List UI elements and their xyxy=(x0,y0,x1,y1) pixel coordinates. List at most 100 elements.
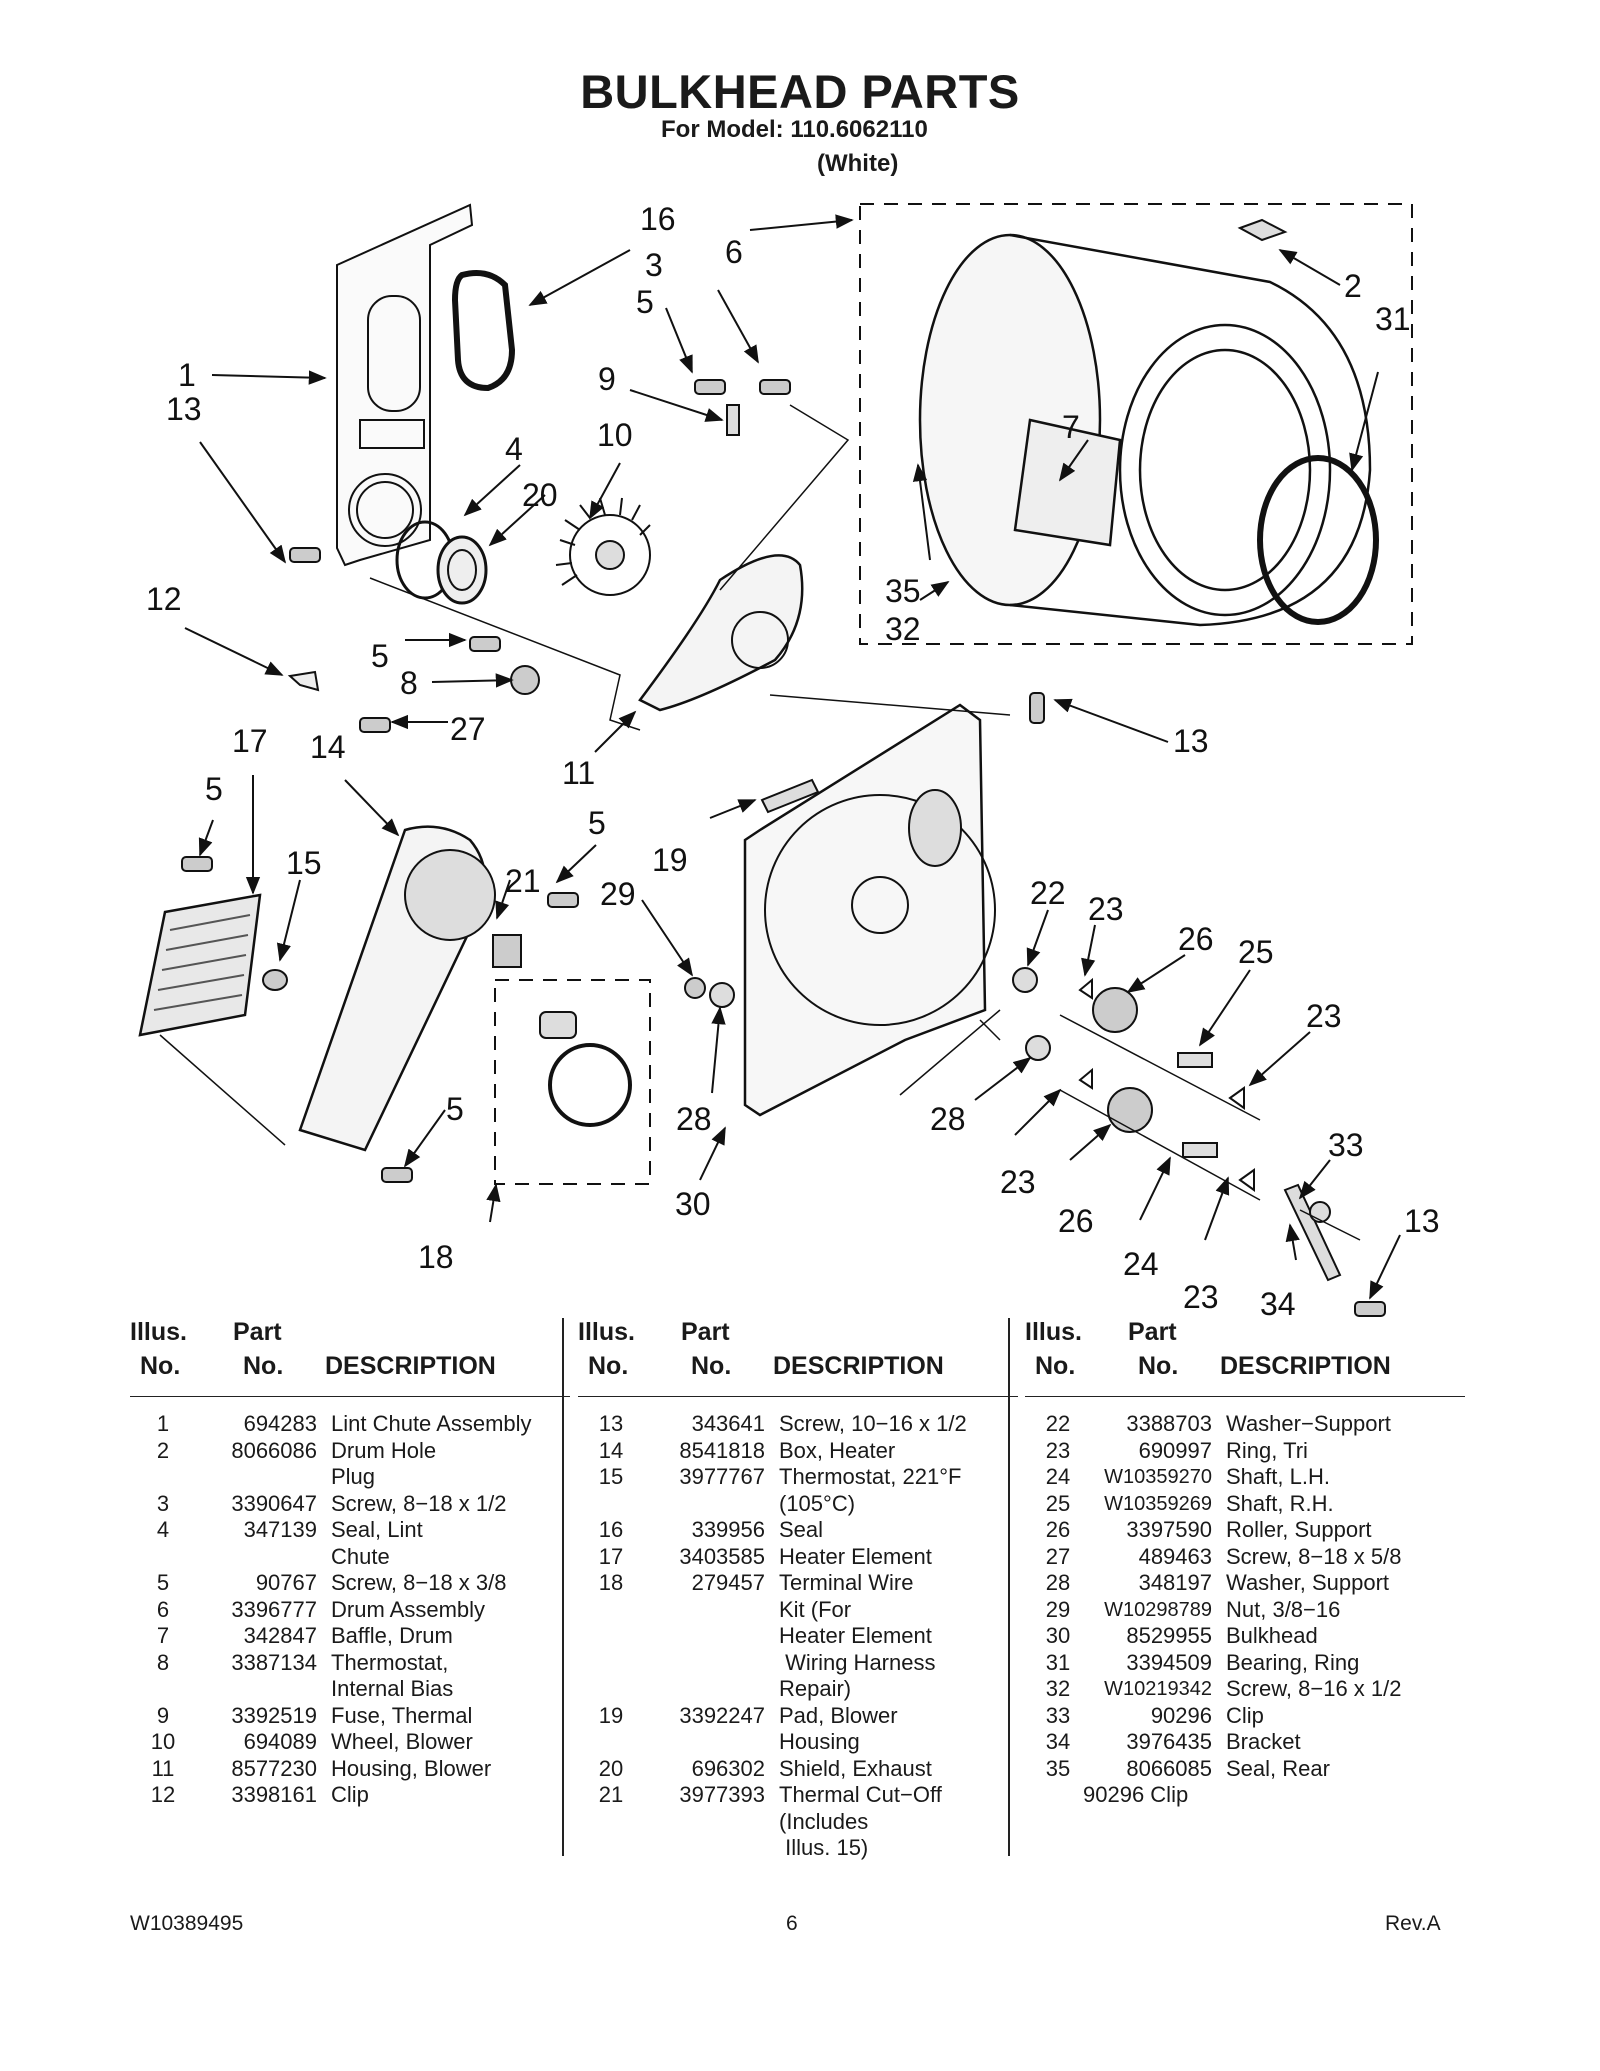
description: Washer−Support xyxy=(1226,1411,1391,1436)
drum-part xyxy=(918,233,1372,627)
part-no: 8066085 xyxy=(1126,1755,1212,1781)
description: Thermostat, 221°F xyxy=(779,1464,962,1489)
part-no: 694089 xyxy=(243,1729,317,1754)
table-row: Repair) xyxy=(578,1676,1018,1703)
part-no: 3976435 xyxy=(1126,1729,1212,1754)
thermostat-part xyxy=(510,665,540,695)
description: Baffle, Drum xyxy=(331,1623,453,1648)
part-no: 694283 xyxy=(243,1411,317,1436)
illus-no: 18 xyxy=(598,1570,624,1595)
illus-no: 17 xyxy=(598,1543,624,1569)
description: Illus. 15) xyxy=(779,1835,869,1860)
part-no: W10219342 xyxy=(1104,1678,1212,1700)
description: Bracket xyxy=(1226,1729,1301,1754)
part-no: 3390647 xyxy=(231,1490,317,1516)
description: Wiring Harness xyxy=(779,1649,936,1675)
table-row: Illus. 15) xyxy=(578,1835,1018,1862)
color-line: (White) xyxy=(817,150,899,177)
nut-part xyxy=(684,977,706,999)
part-no: 3387134 xyxy=(231,1649,317,1675)
part-no: 489463 xyxy=(1138,1543,1212,1569)
table-row: Internal Bias xyxy=(130,1676,570,1703)
description: Repair) xyxy=(779,1676,852,1701)
description: Terminal Wire xyxy=(779,1570,914,1595)
callout-5: 5 xyxy=(636,284,654,320)
part-no: 3977767 xyxy=(679,1464,765,1489)
part-no: 3396777 xyxy=(231,1596,317,1622)
illus-no: 7 xyxy=(156,1623,170,1648)
description: Housing xyxy=(779,1729,860,1754)
table-header: Illus. No. Part No. DESCRIPTION xyxy=(1025,1318,1465,1397)
description: Shaft, L.H. xyxy=(1226,1464,1330,1489)
wire-kit-group-box xyxy=(494,979,651,1185)
drum-hole-plug-part xyxy=(1237,218,1288,242)
illus-no: 2 xyxy=(156,1437,170,1463)
illus-no: 28 xyxy=(1045,1570,1071,1595)
part-no xyxy=(644,1491,765,1518)
callout-labels: 1 2 3 4 5 6 7 8 9 10 11 12 13 13 13 14 1… xyxy=(146,201,1440,1322)
description: Chute xyxy=(331,1543,390,1569)
description: Seal, Lint xyxy=(331,1517,423,1542)
part-no: 696302 xyxy=(691,1755,765,1781)
part-no xyxy=(644,1676,765,1703)
table-row: 8 3387134 Thermostat, xyxy=(130,1650,570,1677)
part-no: 348197 xyxy=(1138,1570,1212,1595)
callout-4: 4 xyxy=(505,431,523,467)
description: Thermostat, xyxy=(331,1649,449,1675)
part-no: W10359270 xyxy=(1104,1466,1212,1488)
description: Roller, Support xyxy=(1226,1517,1372,1542)
illus-no: 8 xyxy=(156,1649,170,1675)
illus-no xyxy=(578,1597,644,1624)
column-divider xyxy=(562,1318,564,1856)
document-number: W10389495 xyxy=(130,1912,244,1935)
blower-housing-part xyxy=(638,554,804,712)
description: Pad, Blower xyxy=(779,1702,898,1728)
table-row: (Includes xyxy=(578,1809,1018,1836)
callout-11: 11 xyxy=(562,755,595,791)
description: Bearing, Ring xyxy=(1226,1649,1360,1675)
table-row: (105°C) xyxy=(578,1491,1018,1518)
callout-5d: 5 xyxy=(588,805,606,841)
callout-26b: 26 xyxy=(1058,1203,1094,1239)
description: Thermal Cut−Off xyxy=(779,1782,942,1807)
illus-no: 35 xyxy=(1045,1755,1071,1781)
description: Clip xyxy=(1226,1702,1264,1728)
description: Shield, Exhaust xyxy=(779,1755,932,1781)
description: Internal Bias xyxy=(331,1676,454,1701)
table-header: Illus. No. Part No. DESCRIPTION xyxy=(130,1318,570,1397)
part-no xyxy=(644,1650,765,1677)
illus-no: 24 xyxy=(1045,1464,1071,1489)
illus-no xyxy=(578,1623,644,1650)
illus-no: 5 xyxy=(156,1570,170,1595)
callout-9: 9 xyxy=(598,361,616,397)
clip-part xyxy=(287,670,320,692)
table-row: Plug xyxy=(130,1464,570,1491)
part-no: 90296 xyxy=(1150,1702,1212,1728)
bracket-part xyxy=(1283,1183,1342,1282)
illus-no: 6 xyxy=(156,1596,170,1622)
page-number: 6 xyxy=(786,1912,798,1935)
description: Shaft, R.H. xyxy=(1226,1490,1334,1516)
extra-line: 90296 Clip xyxy=(1083,1782,1189,1807)
illus-no: 12 xyxy=(150,1782,176,1807)
callout-23: 23 xyxy=(1088,891,1124,927)
callout-30: 30 xyxy=(675,1186,711,1222)
illus-no: 15 xyxy=(598,1464,624,1489)
roller-clip-part xyxy=(1309,1201,1331,1223)
description: Screw, 8−18 x 1/2 xyxy=(331,1490,507,1516)
callout-13b: 13 xyxy=(1173,723,1209,759)
description: Drum Assembly xyxy=(331,1596,486,1622)
description: Wheel, Blower xyxy=(331,1729,473,1754)
page-title: BULKHEAD PARTS xyxy=(580,65,1020,118)
callout-2: 2 xyxy=(1344,268,1362,304)
description: Drum Hole xyxy=(331,1437,437,1463)
